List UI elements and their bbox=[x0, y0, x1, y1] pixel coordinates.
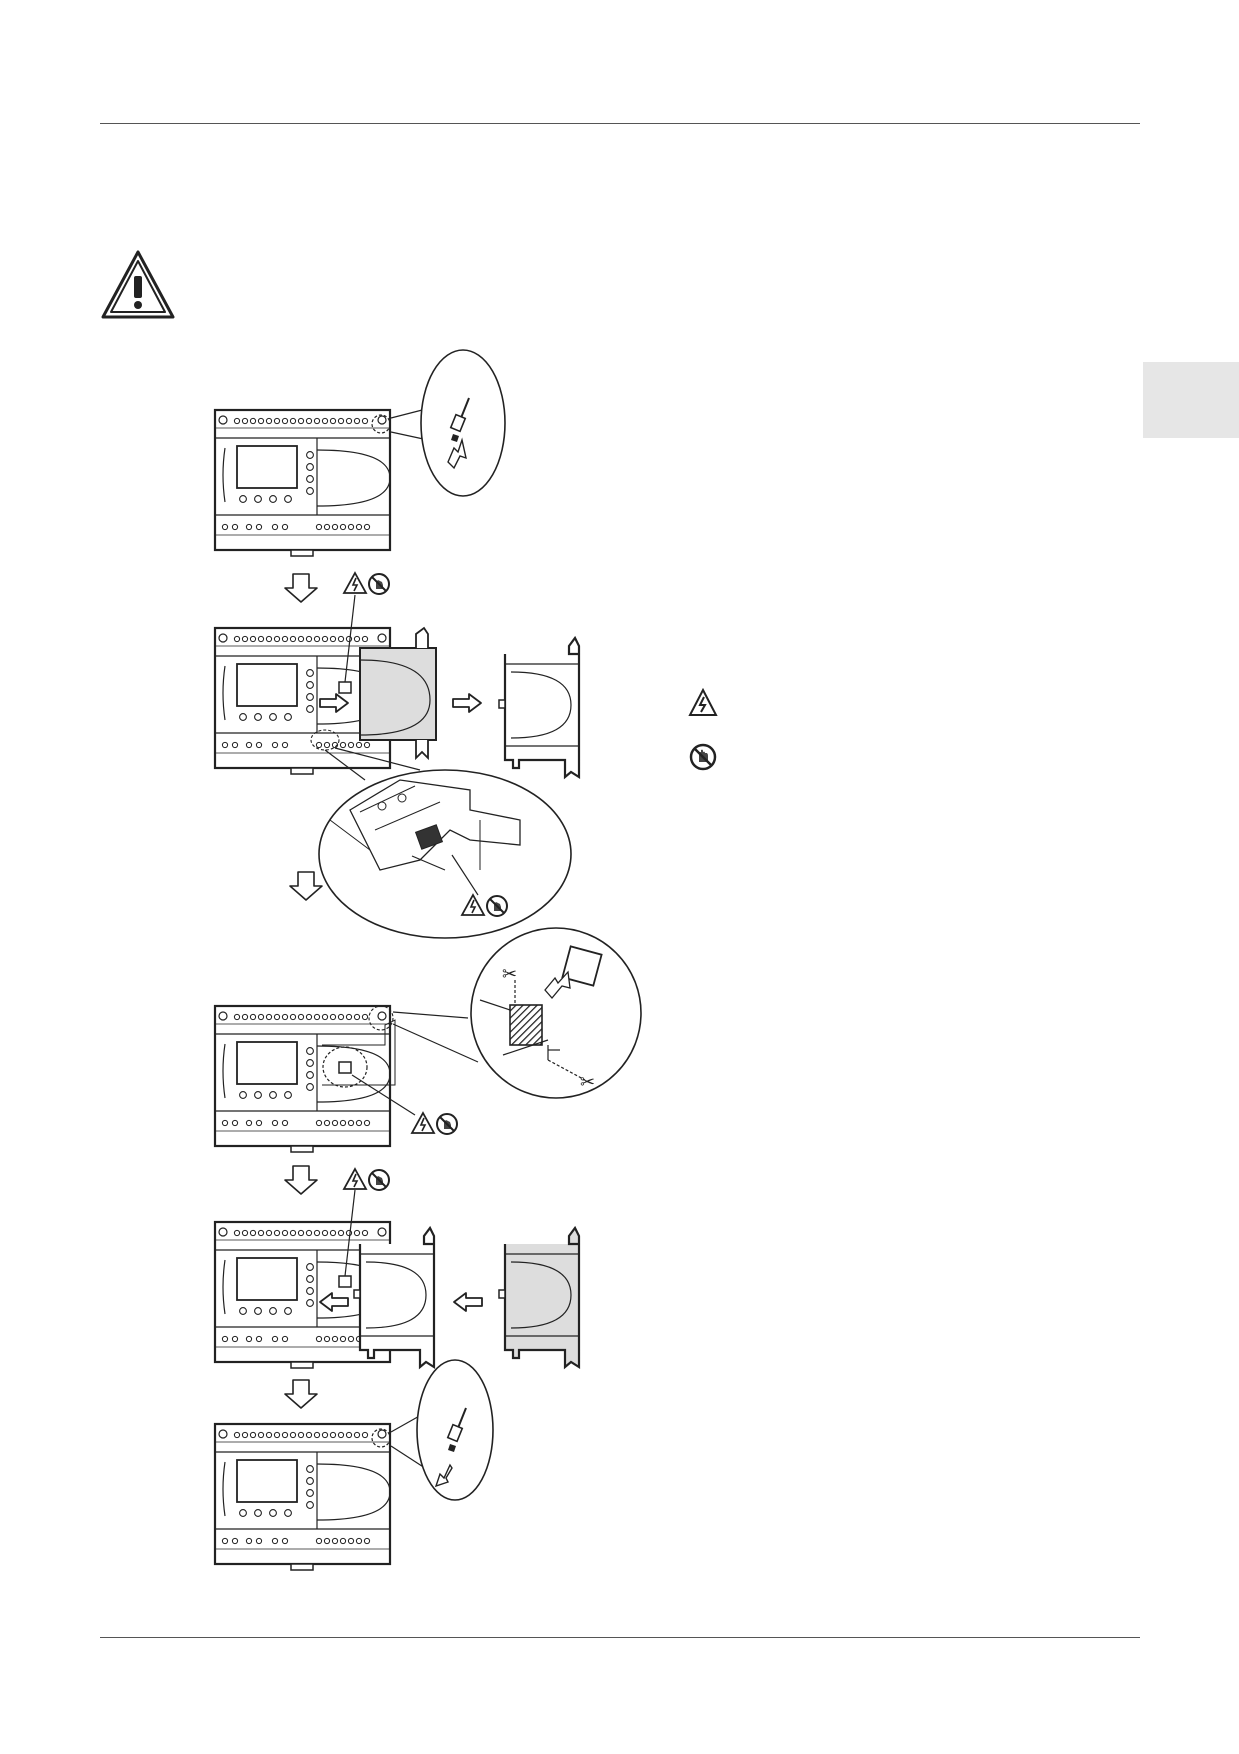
step-1-unscrew bbox=[213, 349, 506, 558]
svg-text:✂: ✂ bbox=[580, 1072, 595, 1093]
header-rule bbox=[100, 123, 1140, 124]
step-3-cut-knockout bbox=[213, 1004, 479, 1154]
electric-shock-warning-icon bbox=[688, 687, 718, 718]
footer-rule bbox=[100, 1637, 1140, 1638]
step-5-tighten-screw bbox=[213, 1359, 494, 1572]
do-not-touch-icon bbox=[688, 742, 718, 772]
incoming-module bbox=[498, 1225, 581, 1370]
step-4-attach-module bbox=[213, 1189, 581, 1370]
svg-text:✂: ✂ bbox=[502, 964, 517, 985]
step-2-remove-cover bbox=[213, 594, 581, 781]
warning-exclamation-icon bbox=[100, 249, 176, 321]
chapter-tab bbox=[1143, 362, 1239, 438]
step-3-detail-zoom: ✂ ✂ bbox=[470, 927, 642, 1099]
step-2-detail-zoom bbox=[318, 769, 572, 939]
